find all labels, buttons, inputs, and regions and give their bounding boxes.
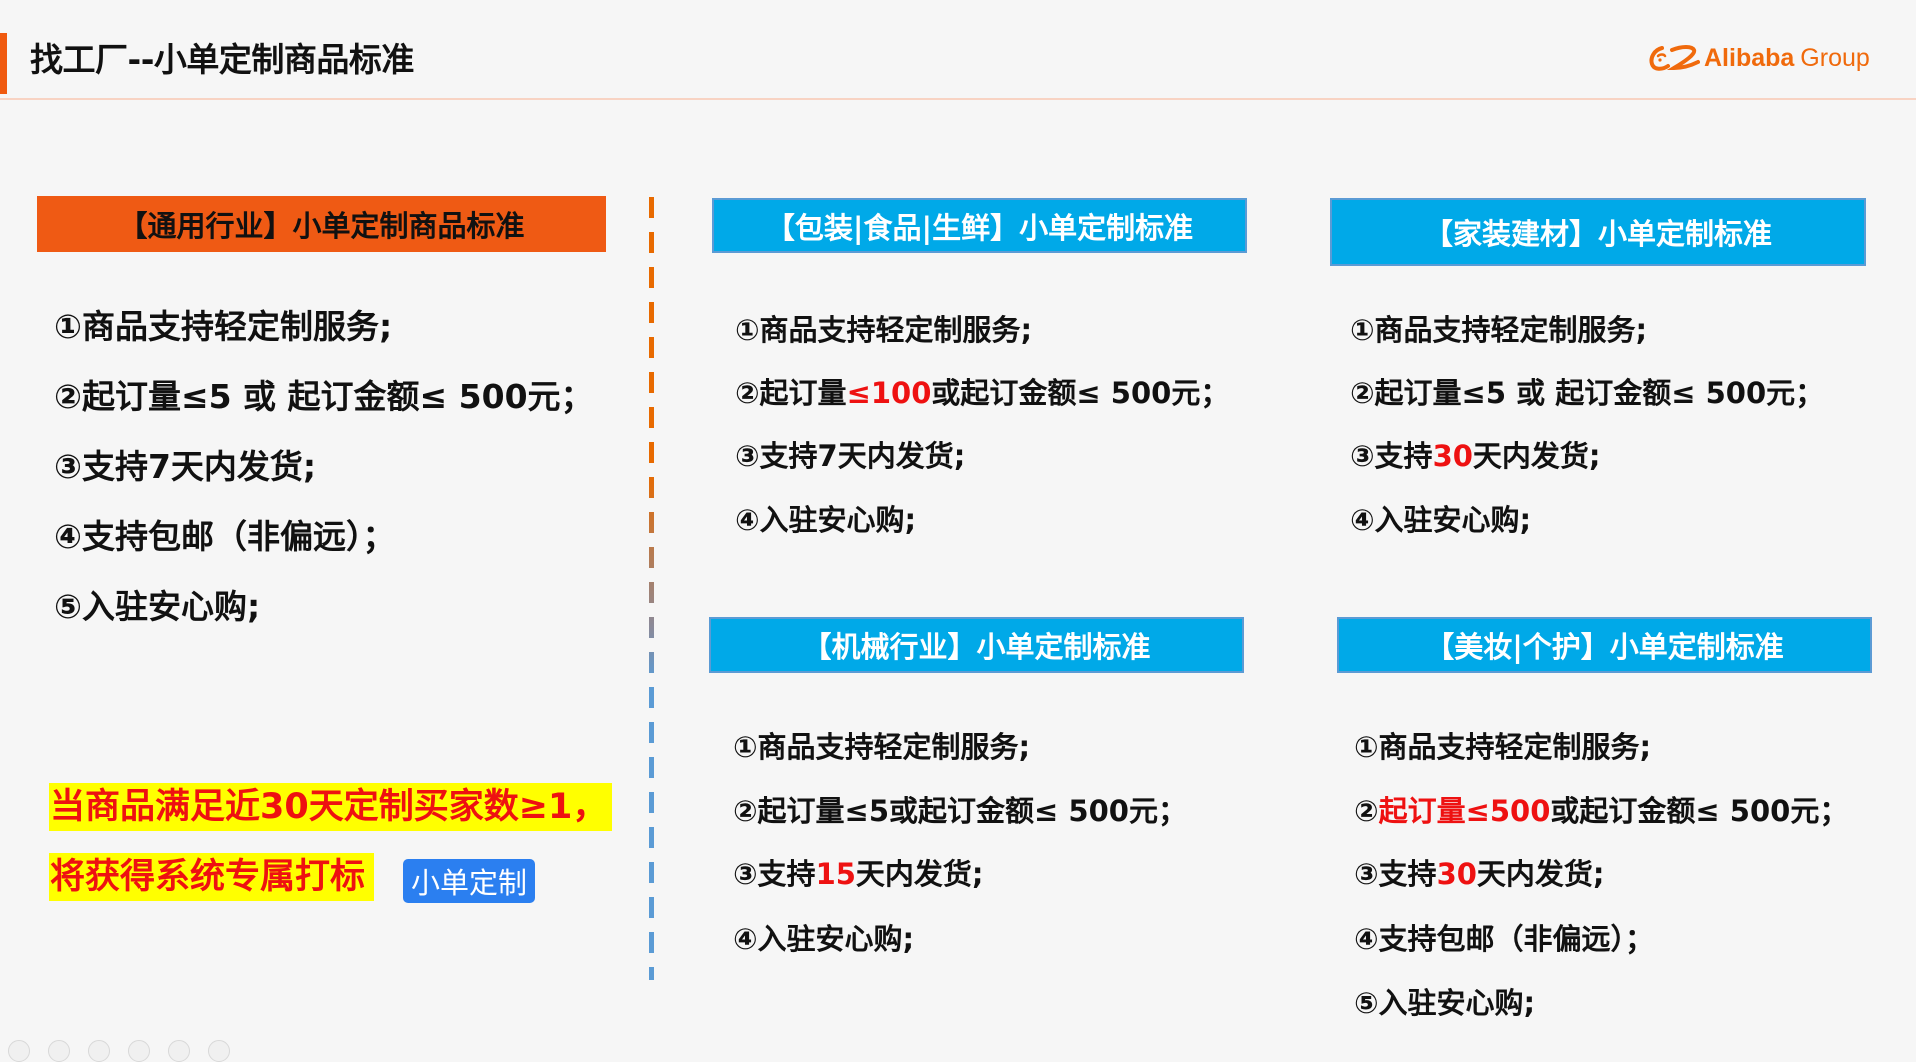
title-accent-bar [0, 33, 7, 94]
section-header-home-building: 【家装建材】小单定制标准 [1330, 198, 1866, 266]
rule-item: ⑤入驻安心购; [1354, 986, 1536, 1020]
rule-item: ④支持包邮（非偏远）； [54, 517, 396, 556]
header-divider [0, 98, 1916, 100]
rule-item: ②起订量≤5 或 起订金额≤ 500元； [1350, 376, 1825, 410]
rule-item: ④入驻安心购; [1350, 503, 1532, 537]
rule-item: ③支持7天内发货; [54, 447, 317, 486]
notice-line-2: 将获得系统专属打标 [49, 853, 374, 901]
section-header-general: 【通用行业】小单定制商品标准 [37, 196, 606, 252]
rule-item: ③支持30天内发货; [1350, 439, 1601, 473]
rule-item: ②起订量≤5 或 起订金额≤ 500元； [54, 377, 594, 416]
alibaba-logo-icon [1649, 45, 1700, 71]
rule-item: ④支持包邮（非偏远）； [1354, 922, 1655, 956]
rule-item: ④入驻安心购; [733, 922, 915, 956]
rule-item: ②起订量≤100或起订金额≤ 500元； [735, 376, 1230, 410]
alibaba-group-logo: Alibaba Group [1648, 38, 1870, 78]
notice-line-1: 当商品满足近30天定制买家数≥1， [49, 783, 612, 831]
pagination-dot[interactable] [168, 1040, 190, 1062]
logo-brand-text: Alibaba [1704, 43, 1795, 72]
rule-item: ③支持7天内发货; [735, 439, 966, 473]
page-title: 找工厂--小单定制商品标准 [30, 40, 414, 79]
rule-item: ①商品支持轻定制服务; [1354, 730, 1652, 764]
rule-item: ②起订量≤5或起订金额≤ 500元； [733, 794, 1187, 828]
rule-item: ③支持15天内发货; [733, 857, 984, 891]
rule-item: ①商品支持轻定制服务; [735, 313, 1033, 347]
pagination-dot[interactable] [88, 1040, 110, 1062]
small-custom-badge: 小单定制 [403, 859, 535, 903]
rule-item: ②起订量≤500或起订金额≤ 500元； [1354, 794, 1849, 828]
pagination-dot[interactable] [208, 1040, 230, 1062]
column-divider [649, 197, 654, 980]
slide-pagination-dots [8, 1040, 230, 1062]
pagination-dot[interactable] [48, 1040, 70, 1062]
pagination-dot[interactable] [128, 1040, 150, 1062]
section-header-beauty: 【美妆|个护】小单定制标准 [1337, 617, 1872, 673]
logo-group-text: Group [1800, 43, 1870, 72]
section-header-packaging: 【包装|食品|生鲜】小单定制标准 [712, 198, 1247, 253]
rule-item: ③支持30天内发货; [1354, 857, 1605, 891]
rule-item: ①商品支持轻定制服务; [1350, 313, 1648, 347]
section-header-machinery: 【机械行业】小单定制标准 [709, 617, 1244, 673]
rule-item: ④入驻安心购; [735, 503, 917, 537]
rule-item: ①商品支持轻定制服务; [733, 730, 1031, 764]
rule-item: ⑤入驻安心购; [54, 587, 261, 626]
pagination-dot[interactable] [8, 1040, 30, 1062]
rule-item: ①商品支持轻定制服务; [54, 307, 393, 346]
